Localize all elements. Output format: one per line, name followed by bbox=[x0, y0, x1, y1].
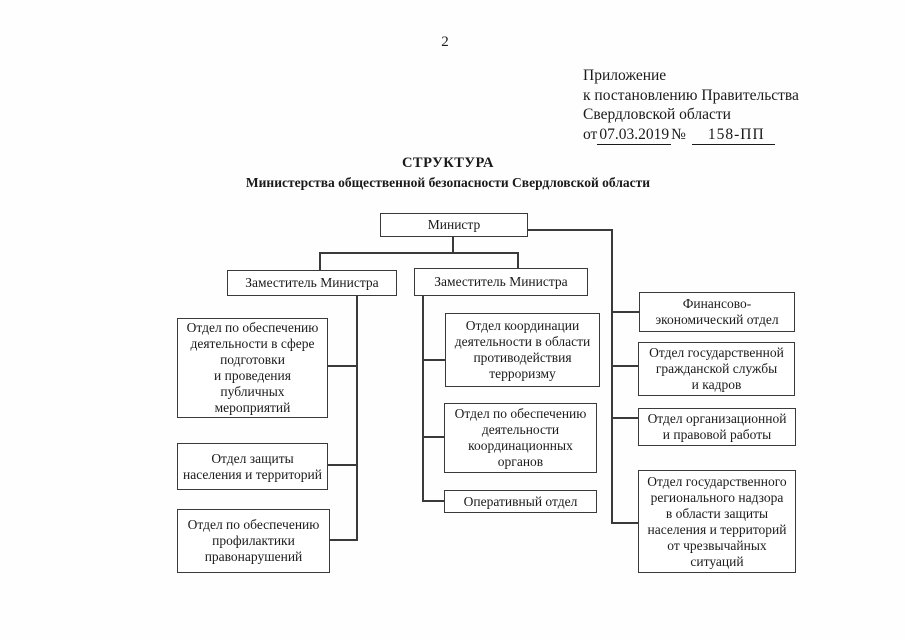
stub-left-3 bbox=[330, 539, 358, 541]
stub-middle-1 bbox=[422, 359, 445, 361]
connector-deputies-horizontal bbox=[319, 252, 519, 254]
org-box-crime-prevention: Отдел по обеспечению профилактики правон… bbox=[177, 509, 330, 573]
document-title: СТРУКТУРА Министерства общественной безо… bbox=[0, 155, 896, 191]
number-sign: № bbox=[671, 125, 686, 143]
stub-left-2 bbox=[328, 464, 356, 466]
stub-right-4 bbox=[611, 522, 638, 524]
connector-minister-down bbox=[452, 237, 454, 254]
middle-branch-spine bbox=[422, 296, 424, 502]
right-branch-spine bbox=[611, 229, 613, 524]
stub-middle-3 bbox=[422, 500, 444, 502]
stub-middle-2 bbox=[422, 436, 444, 438]
approval-date: 07.03.2019 bbox=[597, 125, 672, 145]
org-box-deputy-middle: Заместитель Министра bbox=[414, 268, 588, 296]
annex-line: Свердловской области bbox=[583, 106, 731, 123]
connector-minister-right bbox=[527, 229, 613, 231]
org-box-regional-supervision: Отдел государственного регионального над… bbox=[638, 470, 796, 573]
org-box-deputy-left: Заместитель Министра bbox=[227, 270, 397, 296]
annex-line: к постановлению Правительства bbox=[583, 86, 799, 104]
approval-prefix: от bbox=[583, 125, 598, 143]
left-branch-spine bbox=[356, 296, 358, 541]
document-number: 158-ПП bbox=[691, 125, 775, 145]
org-box-coordination-bodies: Отдел по обеспечению деятельности коорди… bbox=[444, 403, 597, 473]
annex-block: Приложение к постановлению Правительства… bbox=[583, 66, 883, 145]
org-box-finance-economic: Финансово- экономический отдел bbox=[639, 292, 795, 332]
org-box-counter-terrorism: Отдел координации деятельности в области… bbox=[445, 313, 600, 387]
org-box-minister: Министр bbox=[380, 213, 528, 237]
stub-right-1 bbox=[611, 311, 639, 313]
title-heading: СТРУКТУРА bbox=[401, 155, 495, 171]
stub-right-3 bbox=[611, 417, 638, 419]
org-box-civil-service: Отдел государственной гражданской службы… bbox=[638, 342, 795, 396]
stub-left-1 bbox=[328, 365, 356, 367]
connector-deputy-left-top bbox=[319, 252, 321, 271]
org-box-population-protection: Отдел защиты населения и территорий bbox=[177, 443, 328, 490]
org-box-operational: Оперативный отдел bbox=[444, 490, 597, 513]
annex-line: Приложение bbox=[583, 67, 667, 84]
org-box-legal-work: Отдел организационной и правовой работы bbox=[638, 408, 796, 446]
title-subheading: Министерства общественной безопасности С… bbox=[245, 175, 651, 190]
org-box-public-events: Отдел по обеспечению деятельности в сфер… bbox=[177, 318, 328, 418]
page-number: 2 bbox=[441, 34, 449, 50]
connector-deputy-middle-top bbox=[517, 252, 519, 269]
stub-right-2 bbox=[611, 365, 638, 367]
